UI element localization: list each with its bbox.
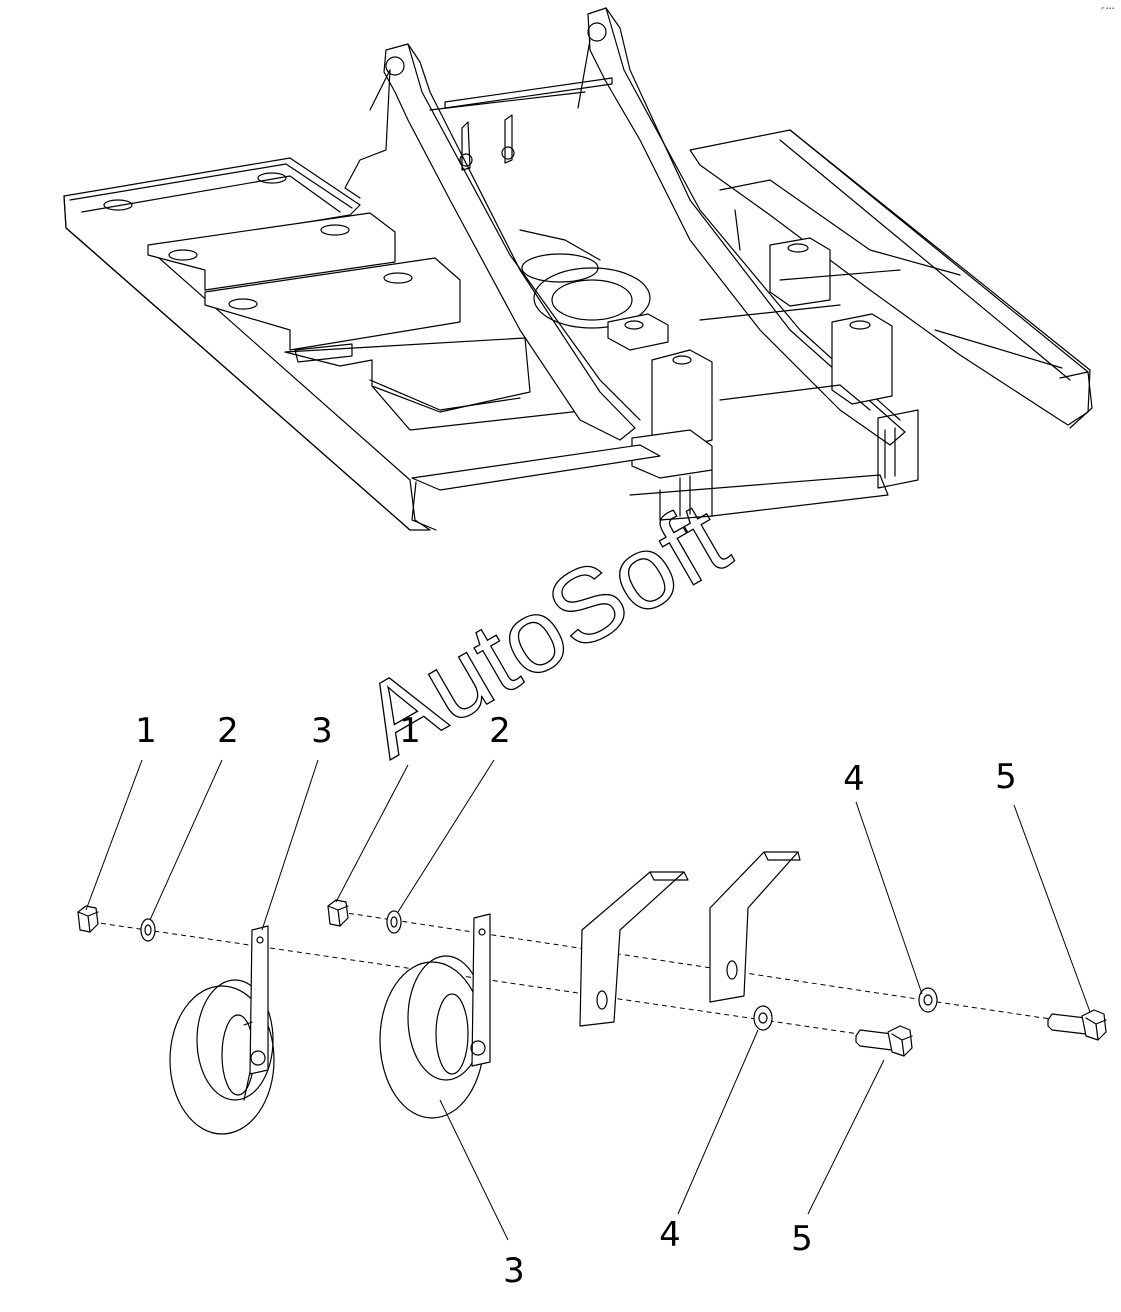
part-4-washer-left — [753, 1005, 773, 1031]
part-1-nut-left — [77, 905, 99, 933]
part-1-nut-right — [327, 899, 349, 927]
callout-numbers: 1 2 3 1 2 4 5 3 4 5 — [135, 711, 1017, 1291]
frame-left-plate-1 — [147, 212, 396, 291]
bracket-plate-right — [709, 851, 801, 1003]
frame-slew-ring — [521, 253, 651, 329]
frame-left-plate-2 — [204, 257, 461, 351]
callout-5-top: 5 — [995, 757, 1017, 797]
frame-right-block-1 — [769, 237, 831, 307]
frame-center-mount-left — [607, 313, 669, 351]
callout-4-bottom: 4 — [659, 1215, 681, 1255]
part-5-bolt-right — [1047, 1009, 1107, 1041]
callout-3-bottom: 3 — [503, 1251, 525, 1291]
bracket-plate-left — [579, 871, 689, 1027]
frame-left-plate-3 — [284, 337, 531, 413]
frame-left-rail — [63, 157, 431, 531]
part-4-washer-right — [918, 987, 938, 1013]
part-3-idler-right — [379, 913, 491, 1119]
part-3-idler-left — [169, 925, 275, 1135]
frame-left-arm — [383, 43, 636, 441]
frame-right-rail — [689, 129, 1091, 426]
leader-lines — [85, 759, 1091, 1241]
part-2-washer-right — [386, 910, 402, 934]
frame-right-arm — [587, 7, 906, 446]
exploded-parts — [77, 851, 1107, 1135]
callout-3-top: 3 — [311, 711, 333, 751]
frame-assembly — [63, 7, 1093, 531]
callout-1-left: 1 — [135, 711, 157, 751]
frame-right-block-2 — [831, 313, 893, 405]
frame-bolt-holes — [103, 172, 413, 310]
part-5-bolt-left — [855, 1025, 913, 1057]
frame-top-crossbeam — [444, 77, 613, 109]
callout-2-right: 2 — [489, 711, 511, 751]
callout-1-right: 1 — [399, 711, 421, 751]
callout-5-bottom: 5 — [791, 1219, 813, 1259]
callout-4-top: 4 — [843, 759, 865, 799]
part-2-washer-left — [140, 918, 156, 942]
frame-front-crossbeam — [411, 444, 661, 491]
callout-2-left: 2 — [217, 711, 239, 751]
assembly-axis-lower — [91, 921, 901, 1041]
corner-mark: ↗ ••• — [1100, 6, 1115, 12]
